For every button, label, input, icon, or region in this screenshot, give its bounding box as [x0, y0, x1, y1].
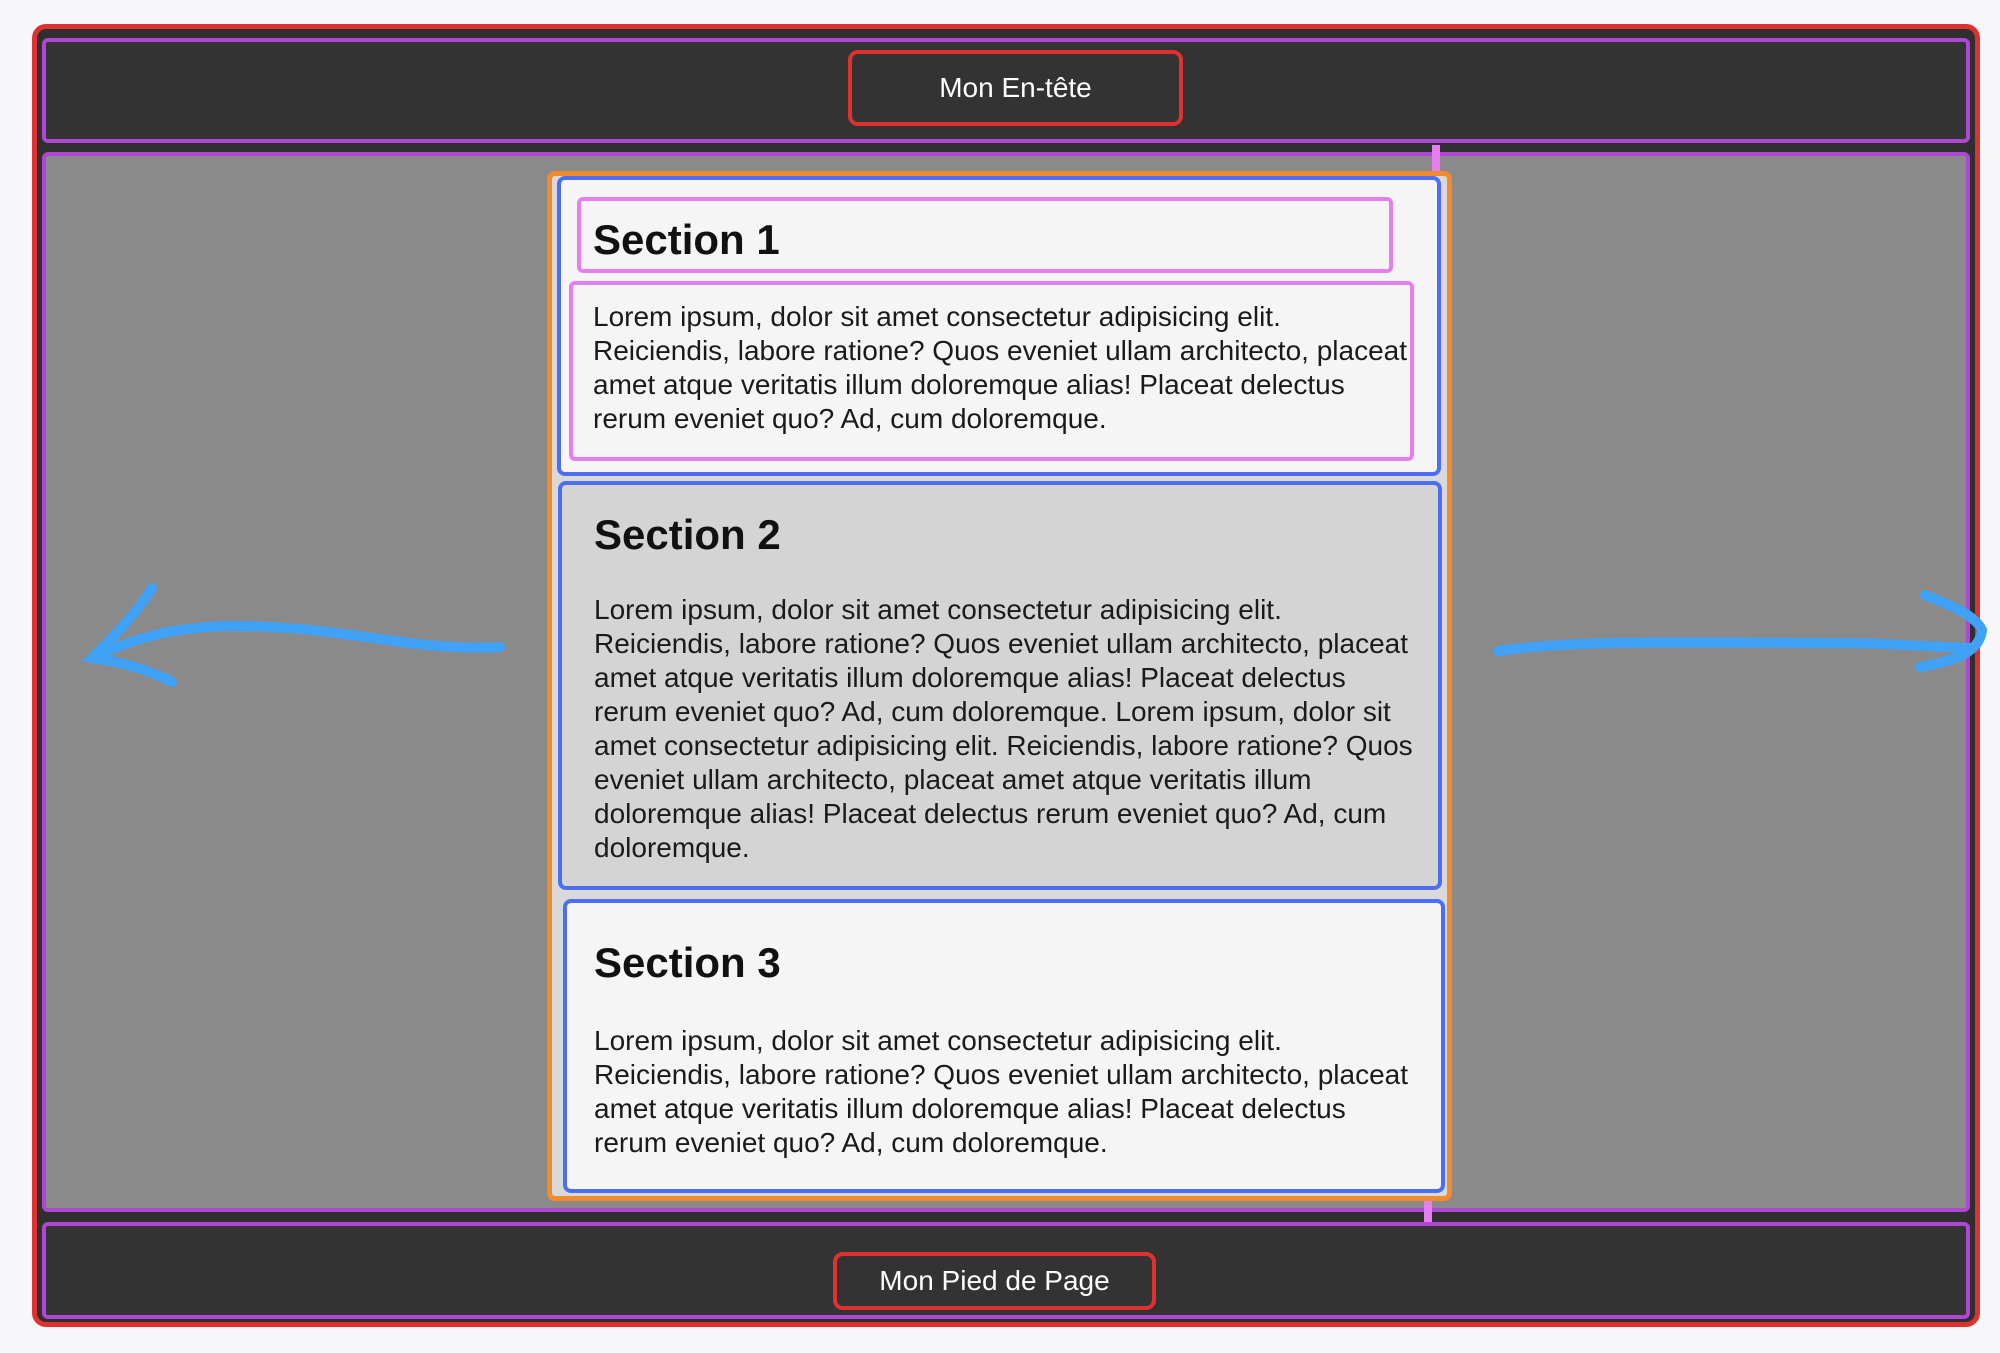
arrow-right-icon: [1493, 590, 1988, 672]
section-2: Section 2 Lorem ipsum, dolor sit amet co…: [558, 481, 1442, 890]
section-3-title: Section 3: [594, 939, 781, 986]
section-2-text: Lorem ipsum, dolor sit amet consectetur …: [594, 594, 1413, 863]
section-3-text: Lorem ipsum, dolor sit amet consectetur …: [594, 1025, 1409, 1158]
section-1-text: Lorem ipsum, dolor sit amet consectetur …: [593, 301, 1408, 434]
section-1-title-box: [577, 197, 1393, 273]
section-3: Section 3 Lorem ipsum, dolor sit amet co…: [563, 899, 1445, 1193]
section-1-text-box: [569, 281, 1414, 461]
margin-indicator-bottom: [1424, 1198, 1442, 1226]
margin-indicator-top: [1432, 145, 1450, 171]
header-title: Mon En-tête: [848, 50, 1183, 126]
arrow-left-icon: [81, 583, 505, 687]
section-1: Section 1 Lorem ipsum, dolor sit amet co…: [557, 176, 1441, 476]
footer-title: Mon Pied de Page: [833, 1252, 1156, 1310]
section-2-title: Section 2: [594, 511, 781, 558]
section-1-title: Section 1: [593, 216, 780, 263]
page-footer: [42, 1222, 1970, 1319]
